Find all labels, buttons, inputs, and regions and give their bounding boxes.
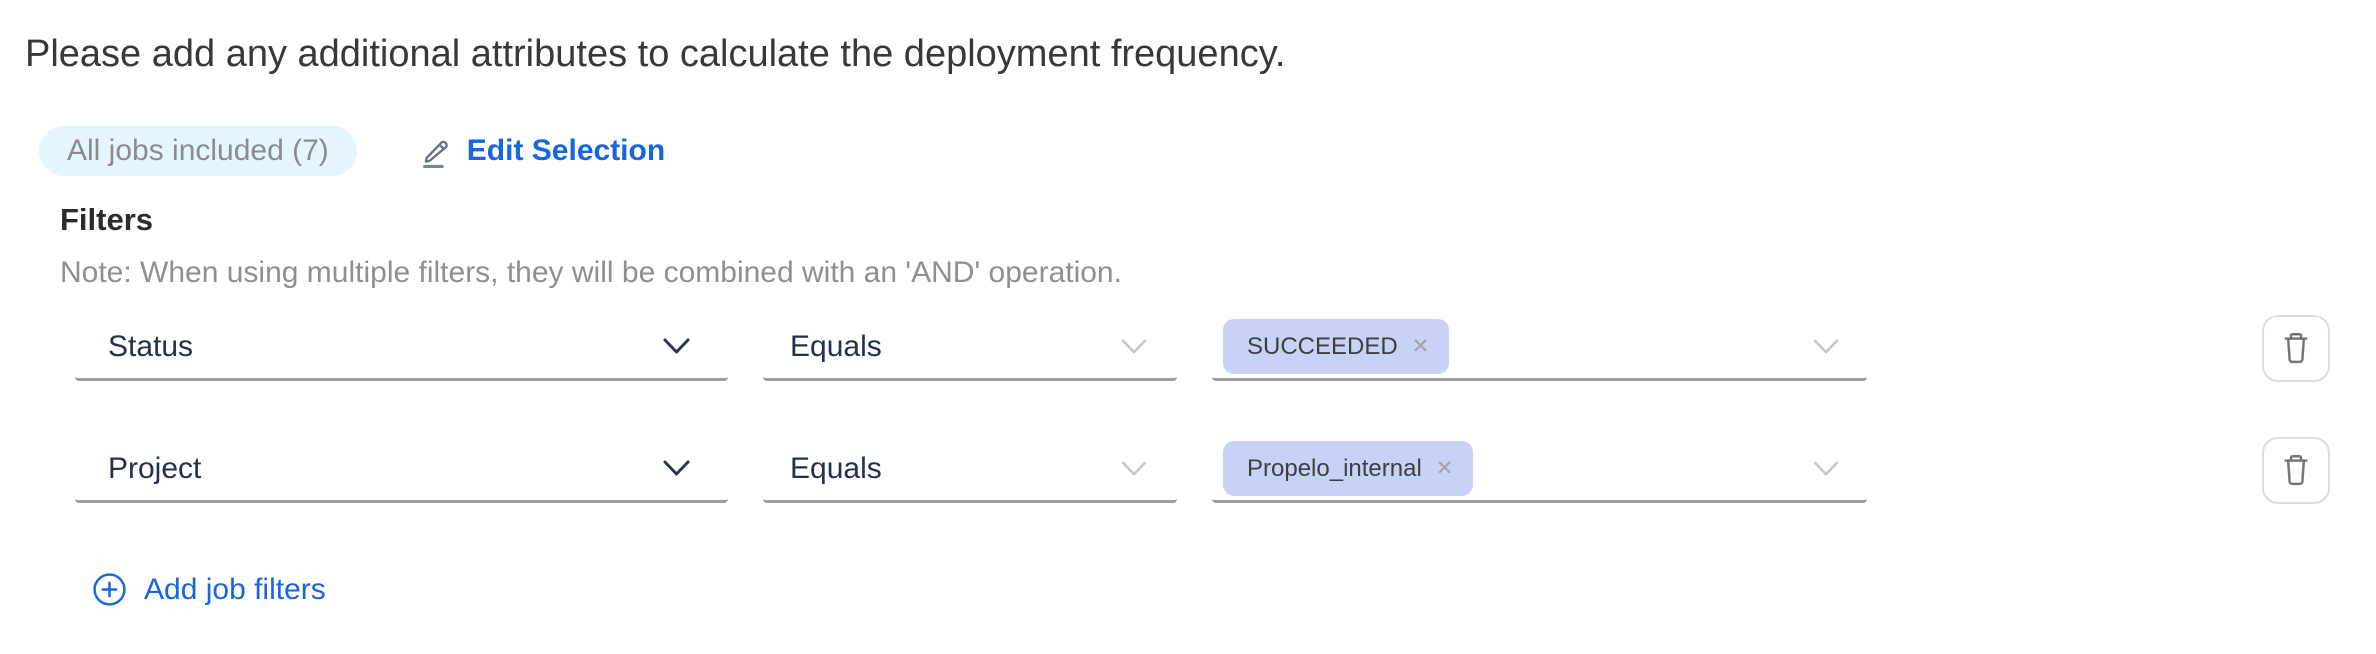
chevron-down-icon <box>1121 461 1147 477</box>
value-select[interactable]: Propelo_internal ✕ <box>1212 437 1867 503</box>
filter-row: Status Equals SUCCEEDED ✕ <box>75 314 2330 382</box>
operator-select[interactable]: Equals <box>763 315 1177 381</box>
add-job-filters-button[interactable]: Add job filters <box>92 572 326 607</box>
operator-select[interactable]: Equals <box>763 437 1177 503</box>
attribute-select-value: Project <box>108 451 202 485</box>
value-tag: SUCCEEDED ✕ <box>1223 319 1450 374</box>
delete-filter-button[interactable] <box>2262 314 2330 382</box>
value-select[interactable]: SUCCEEDED ✕ <box>1212 315 1867 381</box>
add-job-filters-label: Add job filters <box>144 572 326 606</box>
jobs-included-badge: All jobs included (7) <box>39 126 357 176</box>
remove-tag-icon[interactable]: ✕ <box>1435 457 1454 480</box>
remove-tag-icon[interactable]: ✕ <box>1411 335 1430 358</box>
operator-select-value: Equals <box>790 329 882 363</box>
chevron-down-icon <box>1121 339 1147 355</box>
operator-select-value: Equals <box>790 451 882 485</box>
jobs-included-label: All jobs included (7) <box>67 134 329 167</box>
attribute-select[interactable]: Project <box>75 437 728 503</box>
plus-circle-icon <box>92 572 127 607</box>
job-selection-row: All jobs included (7) Edit Selection <box>39 126 665 176</box>
attribute-select-value: Status <box>108 329 194 363</box>
attribute-select[interactable]: Status <box>75 315 728 381</box>
value-tag-label: Propelo_internal <box>1247 454 1422 482</box>
trash-icon <box>2280 331 2312 365</box>
value-tag: Propelo_internal ✕ <box>1223 441 1474 496</box>
edit-selection-label: Edit Selection <box>466 134 666 167</box>
chevron-down-icon <box>663 338 690 355</box>
chevron-down-icon <box>1813 339 1839 355</box>
chevron-down-icon <box>663 460 690 477</box>
value-tag-label: SUCCEEDED <box>1247 332 1398 360</box>
edit-pencil-icon <box>421 134 455 168</box>
filters-heading: Filters <box>60 202 154 237</box>
filter-row: Project Equals Propelo_internal ✕ <box>75 436 2330 504</box>
edit-selection-button[interactable]: Edit Selection <box>421 134 665 168</box>
filters-note: Note: When using multiple filters, they … <box>60 256 1122 289</box>
trash-icon <box>2280 453 2312 487</box>
delete-filter-button[interactable] <box>2262 436 2330 504</box>
chevron-down-icon <box>1813 461 1839 477</box>
instruction-text: Please add any additional attributes to … <box>25 33 1286 75</box>
